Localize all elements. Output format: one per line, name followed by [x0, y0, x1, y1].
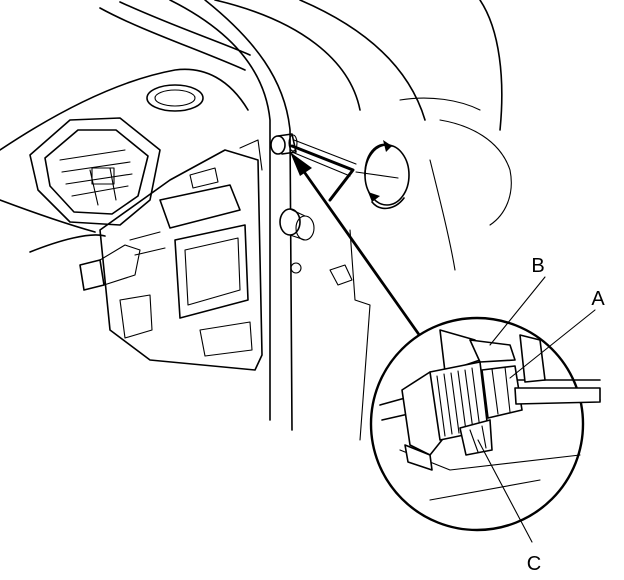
air-vent [29, 117, 161, 226]
callout-leaders [477, 276, 596, 543]
callout-b-label: B [531, 255, 544, 277]
lower-bolt [279, 208, 315, 241]
adjuster-bolt [270, 133, 298, 155]
rotate-arrows-icon [355, 140, 410, 210]
callout-c-label: C [527, 553, 541, 575]
detail-circle [369, 316, 601, 532]
callout-a-label: A [591, 288, 605, 310]
door-frame [169, 0, 512, 441]
hex-key-tool-icon [290, 139, 357, 202]
arrow-icon [290, 152, 422, 337]
heater-unit [79, 149, 263, 371]
dashboard-panel [0, 1, 263, 253]
